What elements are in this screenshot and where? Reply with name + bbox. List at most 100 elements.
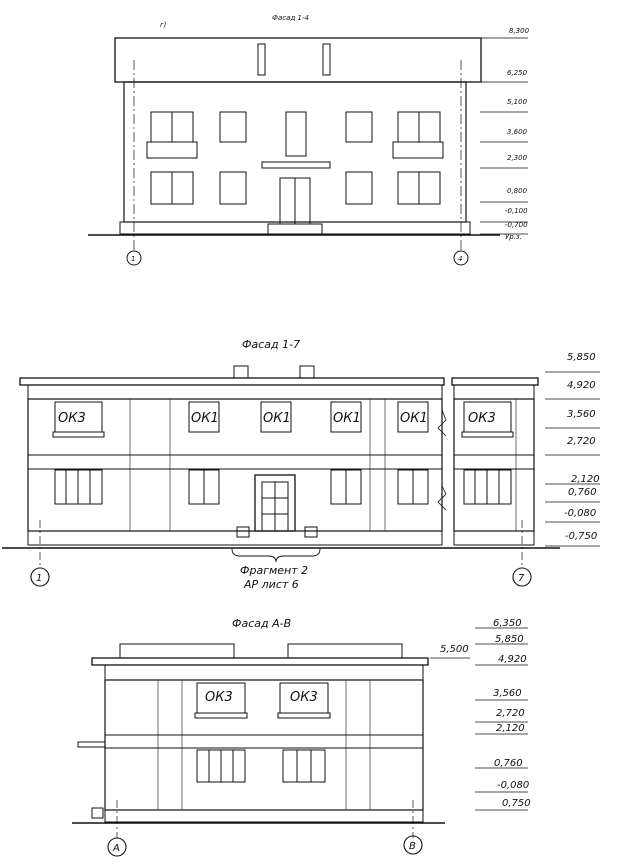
axis-marker <box>453 250 469 266</box>
side-canopy <box>77 741 106 748</box>
window-tag: ОК1 <box>400 411 428 426</box>
planter <box>91 807 104 819</box>
panel-letter: г) <box>160 21 167 29</box>
break-mark <box>437 409 447 437</box>
window-tag: ОК3 <box>58 411 86 426</box>
vent-box <box>233 365 249 379</box>
level-mark: 5,850 <box>495 634 524 645</box>
level-mark: -0,700 <box>505 221 528 229</box>
roof-superstructure <box>119 643 235 659</box>
facade-a-v-title: Фасад А-В <box>232 617 291 630</box>
level-mark: 4,920 <box>567 380 596 391</box>
level-mark: -0,100 <box>505 207 528 215</box>
axis-label: В <box>409 841 416 852</box>
planter <box>236 526 250 538</box>
facade-1-7: Фасад 1-7 <box>2 338 600 591</box>
window-tag: ОК1 <box>333 411 361 426</box>
vent-shaft <box>322 43 331 76</box>
axis-marker <box>512 567 532 587</box>
wall <box>104 679 424 811</box>
level-mark: 0,750 <box>502 798 531 809</box>
level-mark: -0,080 <box>497 780 529 791</box>
level-marks <box>480 37 528 235</box>
window-tag: ОК3 <box>205 690 233 705</box>
axis-label: А <box>112 843 120 854</box>
axis-label: 7 <box>518 573 525 584</box>
axis-marker <box>126 250 142 266</box>
side-level: 5,500 <box>440 644 469 655</box>
stair-window <box>285 111 307 157</box>
facade-1-4-title: Фасад 1-4 <box>272 14 309 22</box>
entrance-canopy <box>261 161 331 169</box>
facade-a-v: Фасад А-В <box>72 617 531 857</box>
axis-label: 4 <box>458 255 462 263</box>
axis-label: 1 <box>36 573 42 584</box>
plinth <box>104 809 424 823</box>
window <box>330 401 362 433</box>
window-tag: ОК3 <box>468 411 496 426</box>
window <box>260 401 292 433</box>
facade-1-7-title: Фасад 1-7 <box>242 338 300 351</box>
level-mark: Ур.з. <box>505 233 522 241</box>
window <box>345 171 373 205</box>
balcony <box>146 141 198 159</box>
balcony <box>461 431 514 438</box>
window <box>282 749 326 783</box>
floor-belt <box>104 734 424 749</box>
level-mark: 5,850 <box>567 352 596 363</box>
level-mark: -0,750 <box>565 531 597 542</box>
axis-label: 1 <box>131 255 135 263</box>
facade-1-7-building <box>2 365 560 568</box>
floor-belt <box>453 454 535 470</box>
roof-slab <box>91 657 429 666</box>
window-tag: ОК1 <box>191 411 219 426</box>
parapet <box>27 384 443 400</box>
level-mark: 4,920 <box>498 654 527 665</box>
parapet <box>453 384 535 400</box>
level-mark: 5,100 <box>507 98 528 106</box>
roof-cornice <box>114 37 482 83</box>
plinth <box>27 530 443 546</box>
level-mark: 2,300 <box>507 154 528 162</box>
facade-1-4-building <box>88 37 500 250</box>
level-mark: 3,560 <box>493 688 522 699</box>
axis-marker <box>30 567 50 587</box>
balcony <box>392 141 444 159</box>
level-mark: 2,120 <box>496 723 525 734</box>
window <box>345 111 373 143</box>
level-mark: 3,560 <box>567 409 596 420</box>
roof-slab <box>19 377 445 386</box>
vent-shaft <box>257 43 266 76</box>
level-mark: 2,720 <box>496 708 525 719</box>
window <box>397 401 429 433</box>
wall <box>27 398 443 532</box>
fragment-bracket <box>231 548 321 563</box>
window-tag: ОК1 <box>263 411 291 426</box>
planter <box>304 526 318 538</box>
balcony <box>277 712 331 719</box>
level-mark: 6,250 <box>507 69 528 77</box>
level-mark: 0,760 <box>494 758 523 769</box>
level-mark: 2,120 <box>571 474 600 485</box>
parapet <box>104 664 424 681</box>
plinth <box>453 530 535 546</box>
level-mark: 3,600 <box>507 128 528 136</box>
axis-marker <box>403 835 423 855</box>
fragment-note: Фрагмент 2 <box>240 564 308 577</box>
level-marks <box>545 371 600 547</box>
roof-superstructure <box>287 643 403 659</box>
vent-box <box>299 365 315 379</box>
balcony <box>194 712 248 719</box>
window <box>219 171 247 205</box>
level-mark: 0,800 <box>507 187 528 195</box>
level-mark: 6,350 <box>493 618 522 629</box>
level-mark: 0,760 <box>568 487 597 498</box>
axis-marker <box>107 837 127 857</box>
window-tag: ОК3 <box>290 690 318 705</box>
roof-slab <box>451 377 539 386</box>
level-mark: -0,080 <box>564 508 596 519</box>
facade-1-4: Фасад 1-4 г) <box>88 14 530 266</box>
window <box>188 401 220 433</box>
level-marks <box>475 627 528 811</box>
